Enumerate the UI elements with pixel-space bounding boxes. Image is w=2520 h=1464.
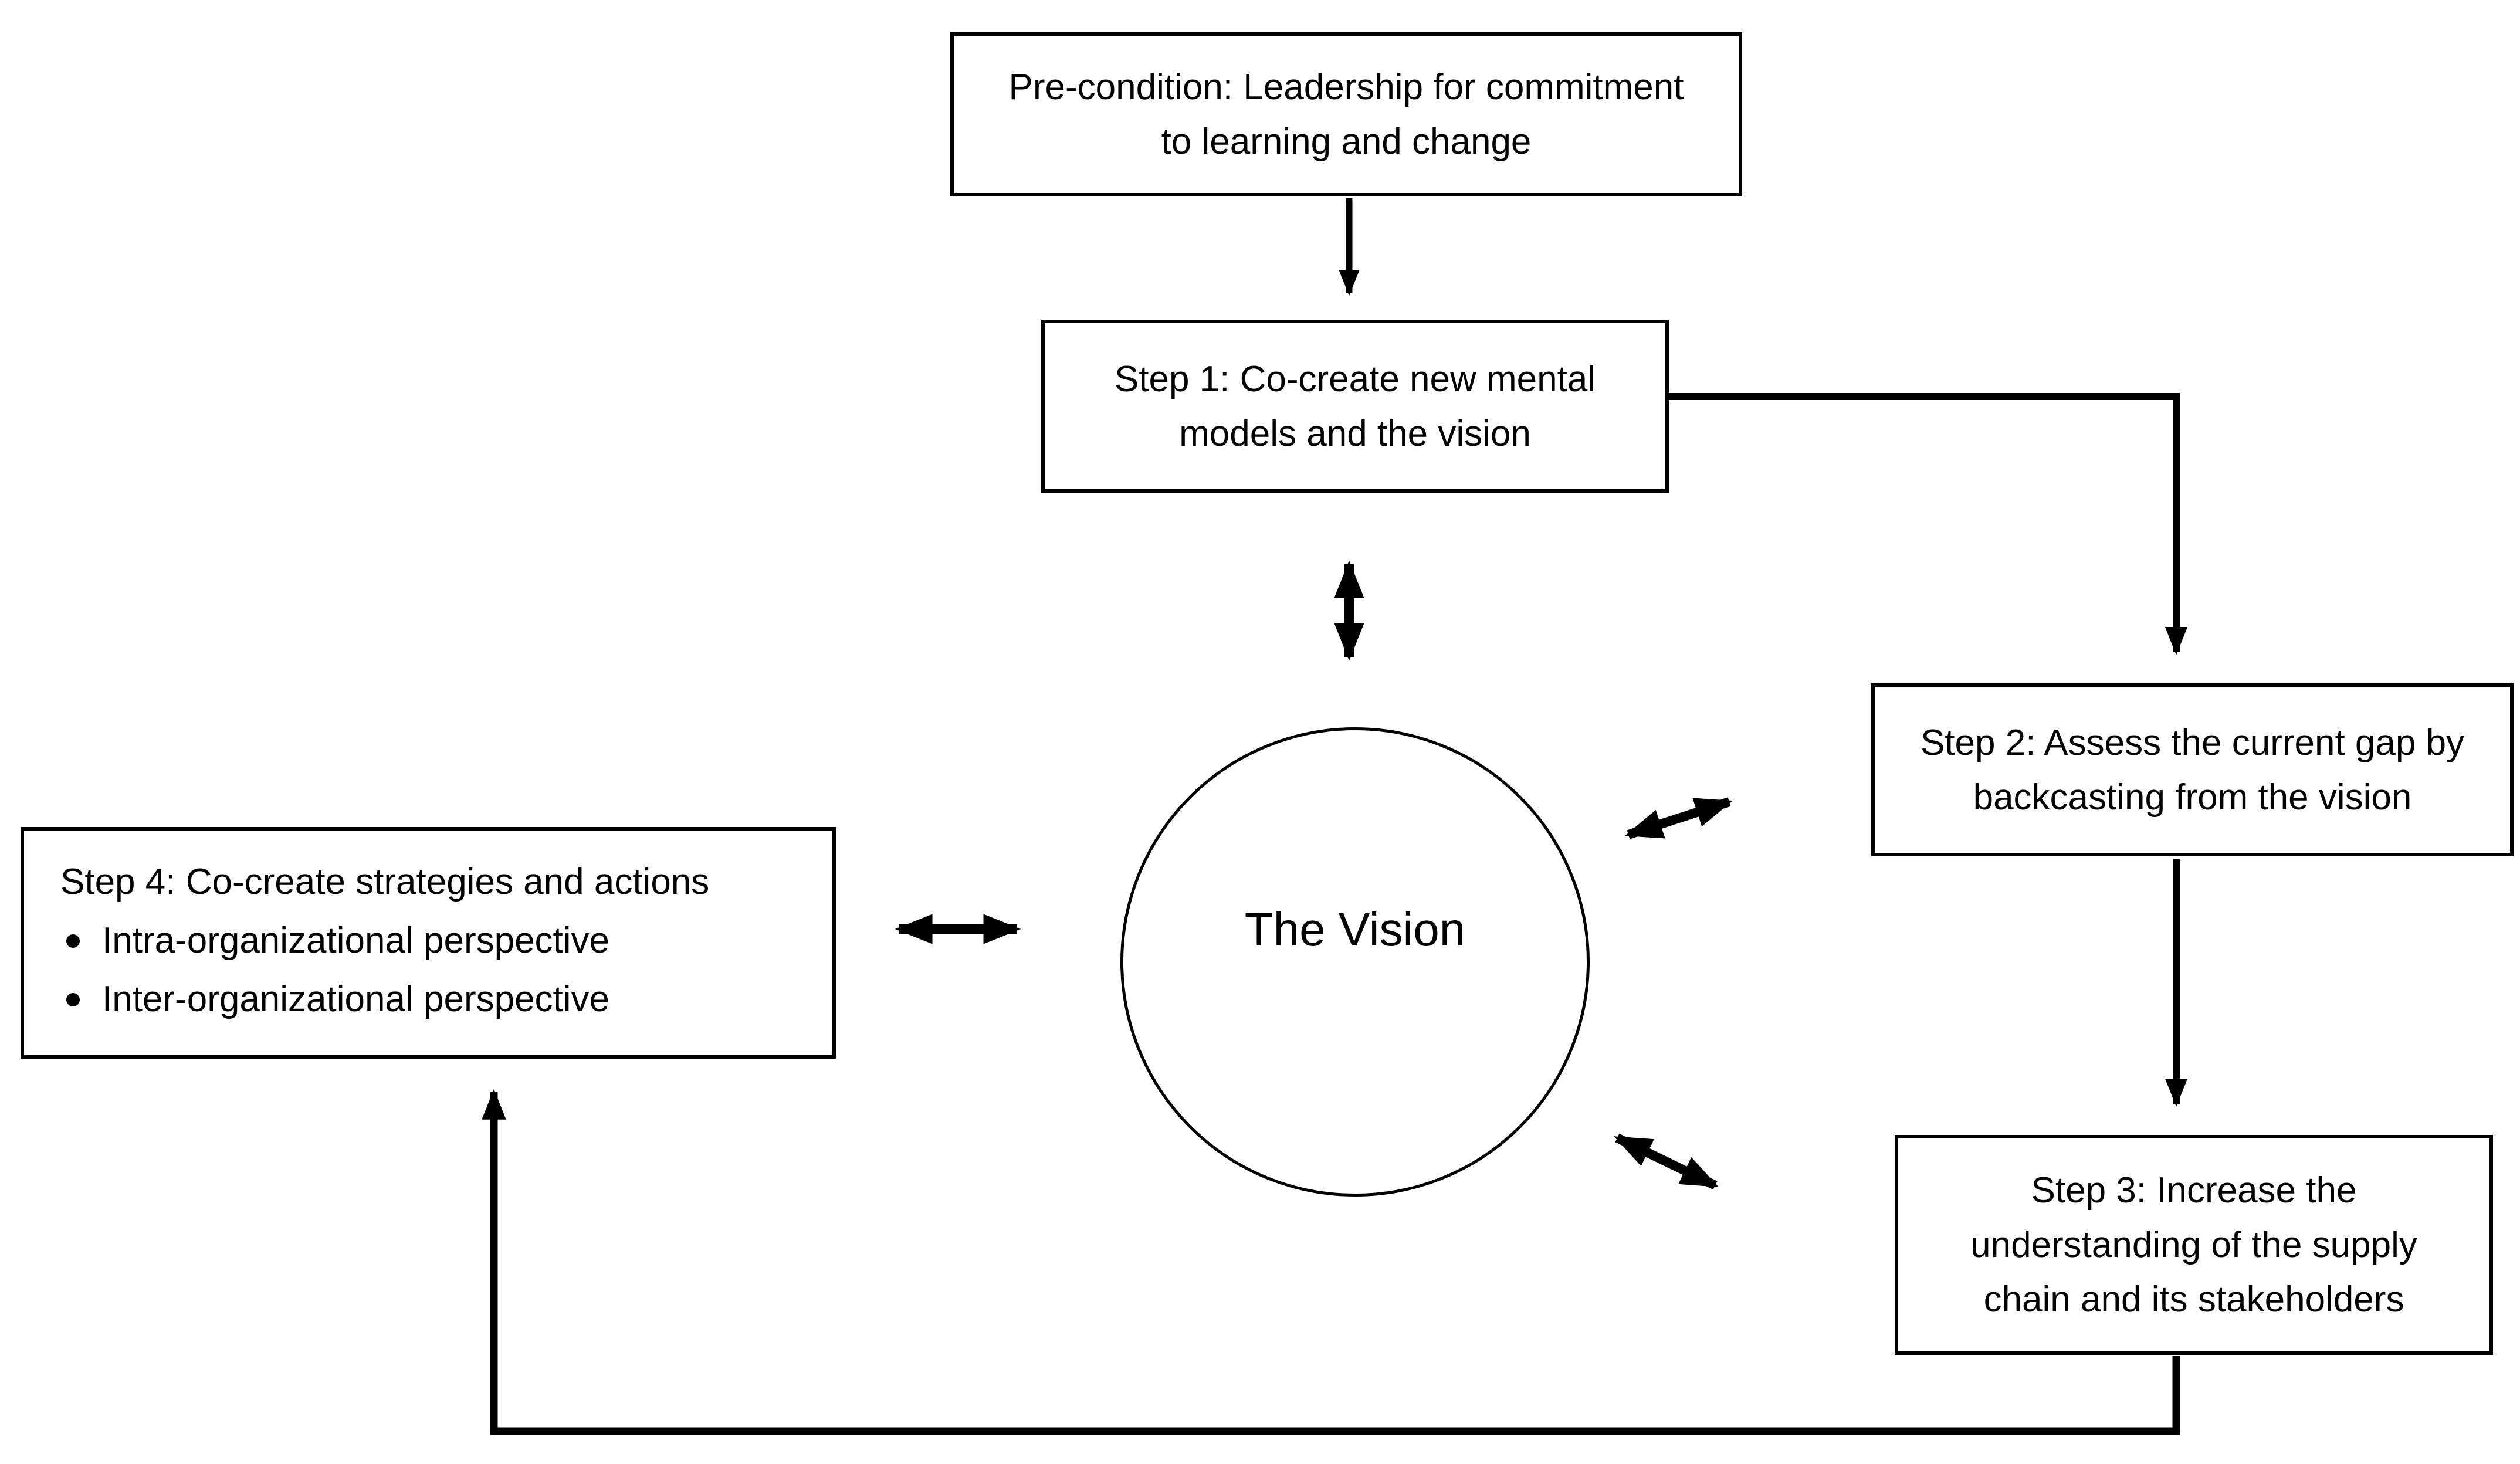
precondition-label: Pre-condition: Leadership for commitment…: [1008, 67, 1684, 162]
vision-label: The Vision: [1244, 903, 1466, 955]
double-arrow-vision-step3: [1614, 1133, 1719, 1190]
step4-box: Step 4: Co-create strategies and actions…: [21, 827, 836, 1059]
arrow-step1-to-step2: [1669, 393, 2188, 655]
step3-label: Step 3: Increase the understanding of th…: [1970, 1170, 2417, 1320]
bullet-icon: [66, 934, 80, 948]
precondition-box: Pre-condition: Leadership for commitment…: [950, 32, 1742, 196]
step4-title: Step 4: Co-create strategies and actions: [60, 862, 710, 902]
step4-bullet-intra-label: Intra-organizational perspective: [102, 920, 610, 961]
step4-bullet-intra: Intra-organizational perspective: [60, 911, 709, 970]
bullet-icon: [66, 992, 80, 1006]
step3-box: Step 3: Increase the understanding of th…: [1895, 1135, 2493, 1355]
step2-box: Step 2: Assess the current gap by backca…: [1871, 683, 2514, 856]
step1-box: Step 1: Co-create new mental models and …: [1041, 320, 1669, 493]
double-arrow-vision-step2: [1624, 797, 1733, 839]
step4-bullet-inter: Inter-organizational perspective: [60, 970, 709, 1029]
step1-label: Step 1: Co-create new mental models and …: [1114, 358, 1596, 454]
step4-bullet-inter-label: Inter-organizational perspective: [102, 979, 610, 1019]
vision-circle: The Vision: [1120, 727, 1590, 1197]
step4-content: Step 4: Co-create strategies and actions…: [60, 853, 709, 1029]
arrow-step3-to-step4-feedback: [482, 1089, 2180, 1435]
step2-label: Step 2: Assess the current gap by backca…: [1920, 722, 2465, 818]
